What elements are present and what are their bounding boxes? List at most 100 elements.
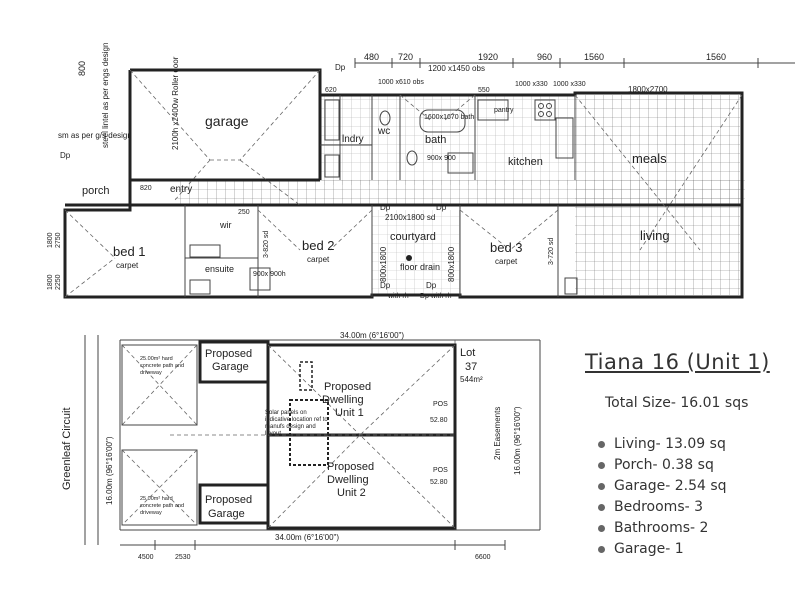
dp-label-5: Dp bbox=[426, 281, 437, 290]
lndry-label: lndry bbox=[342, 134, 364, 145]
note-courtyard-left: 800x1800 bbox=[379, 246, 388, 282]
bullet-icon bbox=[598, 503, 605, 511]
dim-top-2: 1920 bbox=[478, 52, 498, 62]
list-item: Garage- 1 bbox=[598, 539, 727, 560]
garage-top-label-1: Proposed bbox=[205, 348, 252, 360]
courtyard-label: courtyard bbox=[390, 231, 436, 243]
note-ensuite-vanity: 900x 900h bbox=[253, 271, 286, 278]
unit2-label-3: Unit 2 bbox=[337, 487, 366, 499]
note-1200: 1200 x1450 obs bbox=[428, 64, 485, 73]
note-bottom-left: 25.00m² hard bbox=[140, 496, 173, 502]
kitchen-label: kitchen bbox=[508, 156, 543, 168]
list-item: Porch- 0.38 sq bbox=[598, 455, 727, 476]
driveways bbox=[121, 344, 198, 526]
lot-number: 37 bbox=[465, 361, 477, 373]
list-item-label: Living- 13.09 sq bbox=[614, 436, 726, 452]
floor-plan: 480 720 1920 960 1560 1560 800 bbox=[47, 43, 795, 300]
note-bath-size: 1600x1670 bath bbox=[424, 114, 474, 121]
bottom-dim-0: 4500 bbox=[138, 554, 154, 561]
bullet-icon bbox=[598, 461, 605, 469]
pos2-value: 52.80 bbox=[430, 479, 448, 486]
note-vanity: 900x 900 bbox=[427, 155, 456, 162]
note-courtyard-window: 2100x1800 sd bbox=[385, 213, 435, 222]
dim-2250: 2250 bbox=[55, 274, 62, 290]
street-label: Greenleaf Circuit bbox=[61, 407, 73, 490]
total-size: Total Size- 16.01 sqs bbox=[605, 395, 749, 411]
list-item: Bathrooms- 2 bbox=[598, 518, 727, 539]
top-dimension: 34.00m (6°16'00") bbox=[340, 331, 404, 340]
pantry-label: pantry bbox=[494, 107, 514, 114]
note-bottom-left-3: driveway bbox=[140, 510, 162, 516]
bullet-icon bbox=[598, 524, 605, 532]
bath-label: bath bbox=[425, 134, 446, 146]
bed2-label: bed 2 bbox=[302, 238, 335, 253]
dp-label-3: Dp bbox=[436, 203, 447, 212]
bed3-label: bed 3 bbox=[490, 240, 523, 255]
note-sm: sm as per g/s design bbox=[58, 131, 132, 140]
garage-door-label: 2100h x2400w Roller door bbox=[171, 56, 180, 150]
note-bottom-left-2: concrete path and bbox=[140, 503, 184, 509]
dwelling-outlines bbox=[170, 343, 457, 530]
right-dimension: 16.00m (96°16'00") bbox=[513, 406, 522, 475]
note-1000b: 1000 x330 bbox=[515, 81, 548, 88]
dp-label-0: Dp bbox=[335, 63, 346, 72]
bed1-sub: carpet bbox=[116, 261, 139, 270]
dim-620: 620 bbox=[325, 87, 337, 94]
lot-area: 544m² bbox=[460, 375, 483, 384]
list-item: Living- 13.09 sq bbox=[598, 434, 727, 455]
note-dp-with-rh: Dp with rh bbox=[420, 293, 452, 300]
lot-label: Lot bbox=[460, 347, 475, 359]
list-item-label: Bathrooms- 2 bbox=[614, 520, 709, 536]
dim-top-0: 480 bbox=[364, 52, 379, 62]
note-bed3-window: 3-720 sd bbox=[548, 238, 555, 265]
wc-label: wc bbox=[377, 126, 390, 137]
note-1000c: 1000 x330 bbox=[553, 81, 586, 88]
bottom-dim-1: 2530 bbox=[175, 554, 191, 561]
easement-label: 2m Easements bbox=[493, 407, 502, 460]
unit2-label-2: Dwelling bbox=[327, 474, 369, 486]
dim-top-5: 1560 bbox=[706, 52, 726, 62]
unit1-label-1: Proposed bbox=[324, 381, 371, 393]
fixtures bbox=[189, 99, 578, 295]
garage-roof-lines bbox=[129, 69, 321, 206]
dp-label-4: Dp bbox=[380, 281, 391, 290]
unit1-label-2: Dwelling bbox=[322, 394, 364, 406]
list-item-label: Bedrooms- 3 bbox=[614, 499, 704, 515]
garage-label: garage bbox=[205, 113, 249, 129]
pos2-label: POS bbox=[433, 467, 448, 474]
note-1000a: 1000 x610 obs bbox=[378, 79, 424, 86]
note-top-left-2: concrete path and bbox=[140, 363, 184, 369]
solar-panel-small bbox=[299, 361, 313, 391]
room-dividers bbox=[184, 95, 576, 297]
note-center-3: manufs design and bbox=[265, 424, 316, 430]
entry-label: entry bbox=[170, 184, 192, 195]
top-dimension-line: 480 720 1920 960 1560 1560 800 bbox=[77, 52, 795, 76]
feature-list: Living- 13.09 sq Porch- 0.38 sq Garage- … bbox=[598, 434, 727, 560]
dim-top-4: 1560 bbox=[584, 52, 604, 62]
garage-top-label-2: Garage bbox=[212, 361, 249, 373]
floor-drain-label: floor drain bbox=[400, 262, 440, 272]
note-with-rh: with rh bbox=[387, 293, 409, 300]
note-top-left-3: driveway bbox=[140, 370, 162, 376]
bullet-icon bbox=[598, 482, 605, 490]
living-label: living bbox=[640, 228, 670, 243]
note-center-4: layout bbox=[265, 431, 281, 437]
bottom-dimension: 34.00m (6°16'00") bbox=[275, 533, 339, 542]
note-bed2-window: 3-820 sd bbox=[263, 231, 270, 258]
list-item: Garage- 2.54 sq bbox=[598, 476, 727, 497]
dim-1800b: 1800 bbox=[47, 274, 54, 290]
bed1-label: bed 1 bbox=[113, 244, 146, 259]
bottom-dim-2: 6600 bbox=[475, 554, 491, 561]
garage-bottom-label-1: Proposed bbox=[205, 494, 252, 506]
unit2-label-1: Proposed bbox=[327, 461, 374, 473]
note-courtyard-right: 800x1800 bbox=[447, 246, 456, 282]
unit1-label-3: Unit 1 bbox=[335, 407, 364, 419]
bedroom-roof-lines bbox=[64, 94, 743, 298]
wir-label: wir bbox=[219, 220, 232, 230]
solar-panel-box bbox=[289, 399, 329, 466]
dim-top-1: 720 bbox=[398, 52, 413, 62]
left-dimension: 16.00m (96°16'00") bbox=[105, 436, 114, 505]
bed2-sub: carpet bbox=[307, 255, 330, 264]
porch-label: porch bbox=[82, 185, 110, 197]
site-plan: Proposed Garage Proposed Garage Proposed… bbox=[61, 331, 541, 561]
